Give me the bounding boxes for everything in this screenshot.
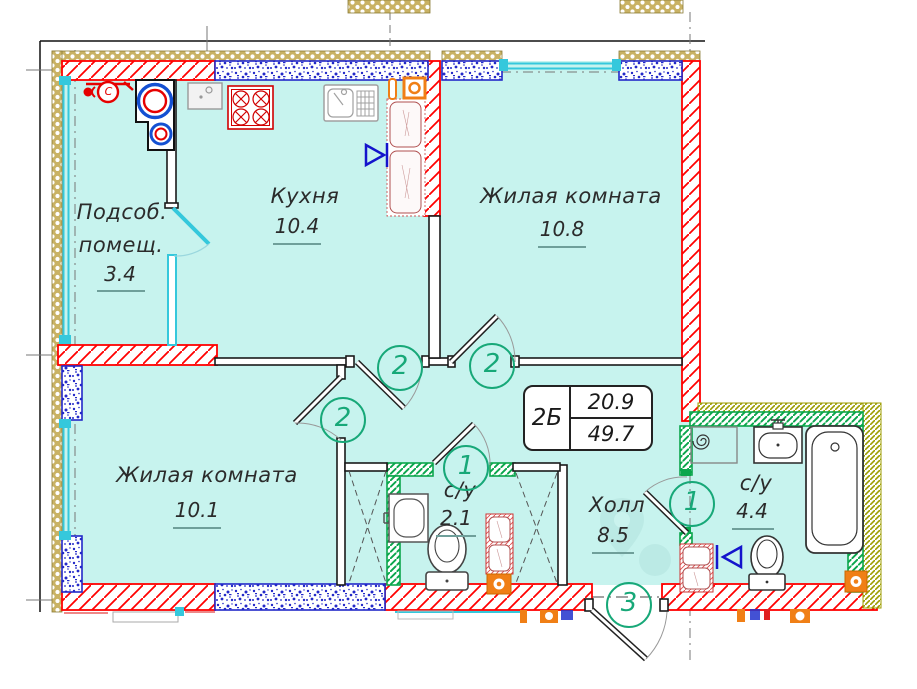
vent-shaft-small	[485, 513, 514, 575]
door-bathroom-small	[431, 421, 491, 466]
gas-meter-icon	[83, 80, 134, 104]
room-area-bathroom-small: 2.1	[440, 506, 472, 530]
vent-shaft-kitchen	[386, 98, 426, 217]
windows	[59, 59, 621, 540]
toilet-icon	[425, 524, 469, 591]
gas-meter-label: С	[104, 85, 113, 98]
door-mark-living-bottom: 2	[320, 397, 366, 443]
room-label-utility-2: помещ.	[78, 233, 164, 257]
door-bathroom-big	[642, 476, 690, 536]
unit-total-area: 49.7	[587, 422, 635, 446]
boiler-icons	[388, 76, 427, 100]
axis-lines	[39, 40, 705, 612]
door-mark-entrance: 3	[606, 582, 652, 628]
area-underline	[538, 246, 586, 248]
washbasin-icon	[383, 493, 429, 543]
toilet-icon	[748, 535, 786, 591]
room-label-hall: Холл	[588, 493, 646, 517]
door-mark-bathroom-big: 1	[669, 481, 715, 527]
area-underline	[273, 243, 321, 245]
insulation-bands	[51, 0, 701, 613]
utility-door-leaf	[171, 206, 211, 246]
door-cap	[681, 469, 691, 476]
kitchen-sink-icon	[323, 84, 379, 122]
utility-partition	[167, 206, 211, 346]
room-area-utility: 3.4	[104, 262, 136, 286]
door-mark-bathroom-small: 1	[443, 445, 489, 491]
room-label-living-top: Жилая комната	[480, 184, 662, 208]
door-mark-kitchen: 2	[377, 345, 423, 391]
room-area-hall: 8.5	[597, 523, 629, 547]
interior-partitions	[164, 79, 683, 612]
room-label-utility-1: Подсоб.	[76, 200, 168, 224]
drain-icon	[486, 573, 512, 595]
kitchen-fixtures	[83, 76, 427, 217]
washbasin-icon	[753, 419, 803, 464]
room-label-kitchen: Кухня	[270, 184, 340, 208]
door-living-top	[448, 313, 516, 365]
unit-number: 2Б	[525, 387, 571, 449]
area-underline	[732, 528, 774, 530]
washer-place-icon	[690, 426, 738, 464]
doors	[292, 313, 690, 662]
area-underline	[97, 290, 145, 292]
washing-machine-icon	[187, 82, 223, 110]
unit-living-area: 20.9	[571, 387, 651, 419]
drain-icon	[844, 570, 868, 593]
door-entrance	[589, 607, 668, 662]
area-underline	[592, 552, 634, 554]
room-label-bathroom-big: с/у	[739, 471, 773, 495]
room-area-kitchen: 10.4	[274, 214, 320, 238]
unit-info-card: 2Б 20.9 49.7	[523, 385, 653, 451]
room-area-living-bottom: 10.1	[174, 498, 220, 522]
panel-marker-icon	[364, 142, 389, 168]
riser-pipes	[135, 79, 175, 151]
watermark	[600, 498, 671, 576]
area-underline	[173, 527, 221, 529]
door-mark-living-top: 2	[469, 343, 515, 389]
stove-icon	[227, 85, 274, 130]
room-label-living-bottom: Жилая комната	[116, 463, 298, 487]
masonry-piers	[61, 60, 683, 611]
vent-shaft-big	[679, 543, 714, 593]
area-underline	[436, 535, 476, 537]
bathroom-small-fixtures	[383, 493, 514, 595]
room-area-bathroom-big: 4.4	[736, 499, 768, 523]
cutoff-fragments	[64, 607, 810, 623]
room-area-living-top: 10.8	[539, 217, 585, 241]
panel-marker-icon	[715, 544, 743, 570]
bathroom-big-fixtures	[679, 419, 868, 593]
bathtub-icon	[805, 425, 864, 554]
